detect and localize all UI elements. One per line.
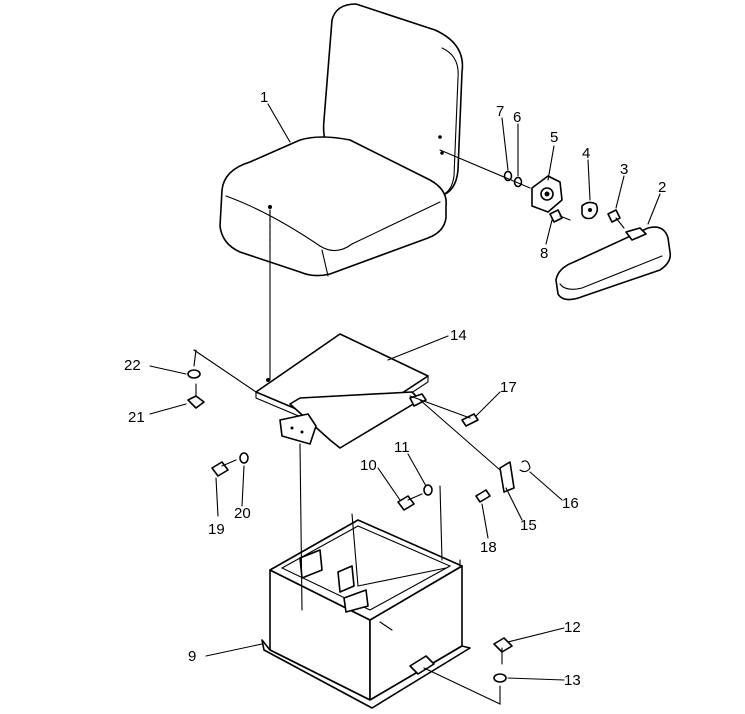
mounting-plate: [255, 333, 429, 449]
pin: [461, 413, 479, 427]
callout-2: 2: [658, 179, 666, 196]
callout-15: 15: [520, 517, 537, 534]
callout-13: 13: [564, 672, 581, 689]
callout-17: 17: [500, 379, 517, 396]
callout-18: 18: [480, 539, 497, 556]
bottom-fasteners: [493, 637, 513, 683]
callout-12: 12: [564, 619, 581, 636]
callout-19: 19: [208, 521, 225, 538]
left-fasteners: [187, 369, 249, 477]
middle-fasteners: [397, 484, 433, 511]
lever-assembly: [475, 460, 531, 503]
callout-8: 8: [540, 245, 548, 262]
callout-10: 10: [360, 457, 377, 474]
callout-9: 9: [188, 648, 196, 665]
callout-21: 21: [128, 409, 145, 426]
callout-1: 1: [260, 89, 268, 106]
seat-box: [261, 513, 471, 709]
seat-cushion: [219, 136, 447, 277]
leader-lines: [149, 103, 661, 681]
callout-7: 7: [496, 103, 504, 120]
assembly-lines: [193, 149, 531, 705]
callout-4: 4: [582, 145, 590, 162]
callout-22: 22: [124, 357, 141, 374]
armrest-hinge-hardware: [503, 170, 625, 229]
callout-14: 14: [450, 327, 467, 344]
callout-6: 6: [513, 109, 521, 126]
callouts: 1 2 3 4 5 6 7 8 9 10 11 12 13 14 15 16 1…: [124, 89, 666, 689]
armrest: [555, 226, 672, 301]
callout-5: 5: [550, 129, 558, 146]
callout-3: 3: [620, 161, 628, 178]
seat: [219, 3, 464, 277]
callout-16: 16: [562, 495, 579, 512]
callout-11: 11: [394, 439, 410, 456]
callout-20: 20: [234, 505, 251, 522]
